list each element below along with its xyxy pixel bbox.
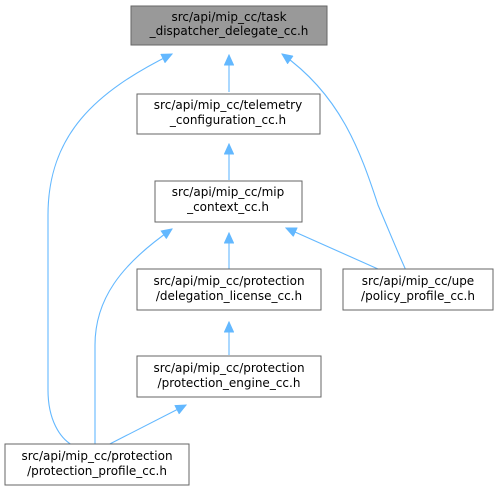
node-label-line: _context_cc.h — [186, 200, 269, 214]
node-protection-profile[interactable]: src/api/mip_cc/protection /protection_pr… — [4, 443, 190, 486]
node-label-line: _dispatcher_delegate_cc.h — [149, 24, 309, 38]
nodes-layer: src/api/mip_cc/task _dispatcher_delegate… — [4, 5, 494, 486]
node-label-line: /protection_profile_cc.h — [27, 464, 167, 478]
node-label-line: src/api/mip_cc/protection — [153, 274, 304, 288]
edges-layer — [47, 54, 413, 450]
edge-protection-profile-to-protection-engine — [99, 405, 186, 450]
node-label-line: /policy_profile_cc.h — [361, 289, 475, 303]
node-mip-context[interactable]: src/api/mip_cc/mip _context_cc.h — [154, 180, 303, 223]
edge-policy-profile-to-task-dispatcher — [282, 54, 413, 284]
edge-policy-profile-to-mip-context — [286, 228, 379, 270]
node-label-line: src/api/mip_cc/protection — [153, 361, 304, 375]
node-delegation-license[interactable]: src/api/mip_cc/protection /delegation_li… — [136, 268, 322, 311]
node-label-line: src/api/mip_cc/upe — [362, 274, 474, 288]
node-label-line: src/api/mip_cc/protection — [21, 449, 172, 463]
node-label-line: src/api/mip_cc/telemetry — [154, 98, 302, 112]
node-task-dispatcher-delegate[interactable]: src/api/mip_cc/task _dispatcher_delegate… — [130, 5, 328, 46]
node-label-line: _configuration_cc.h — [169, 113, 286, 127]
node-label-line: src/api/mip_cc/task — [171, 10, 286, 24]
edge-protection-profile-to-task-dispatcher — [47, 54, 172, 446]
node-policy-profile[interactable]: src/api/mip_cc/upe /policy_profile_cc.h — [342, 268, 494, 311]
node-label-line: src/api/mip_cc/mip — [172, 185, 284, 199]
edge-protection-profile-to-mip-context — [94, 229, 172, 448]
node-label-line: /delegation_license_cc.h — [156, 289, 302, 303]
node-telemetry-configuration[interactable]: src/api/mip_cc/telemetry _configuration_… — [136, 93, 321, 135]
node-protection-engine[interactable]: src/api/mip_cc/protection /protection_en… — [136, 355, 322, 398]
node-label-line: /protection_engine_cc.h — [158, 376, 301, 390]
